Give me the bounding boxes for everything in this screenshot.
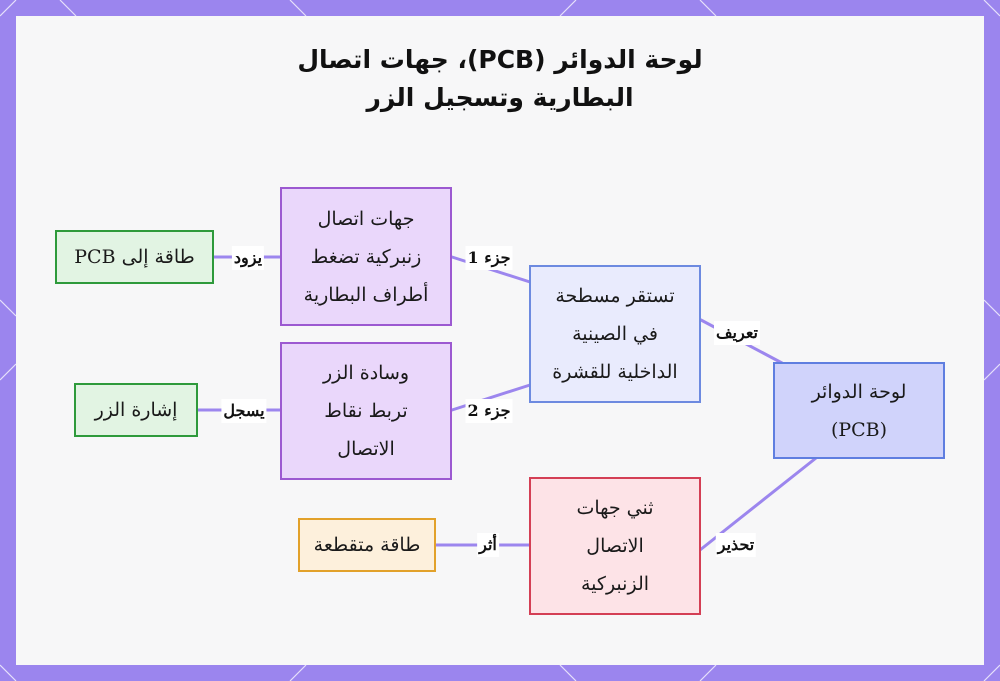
node-power-to-pcb-line-1: طاقة إلى PCB [74,246,195,268]
title-line-2: البطارية وتسجيل الزر [366,83,634,112]
node-intermittent-power: طاقة متقطعة [298,518,436,572]
node-power-to-pcb: طاقة إلى PCB [55,230,214,284]
node-spring-contacts-line-3: أطراف البطارية [303,283,429,306]
edge-label-warning: تحذير [715,533,757,557]
edge-label-part-2: جزء 2 [465,399,513,423]
edge-label-provides: يزود [231,246,265,270]
edge-label-effect: أثر [477,533,499,557]
node-sits-flat-line-3: الداخلية للقشرة [552,361,678,383]
node-button-pad: وسادة الزر تربط نقاط الاتصال [280,342,452,480]
node-pcb-line-1: لوحة الدوائر [811,380,907,403]
node-bend-contacts: ثني جهات الاتصال الزنبركية [529,477,701,615]
node-button-pad-line-3: الاتصال [337,438,395,460]
node-sits-flat-line-1: تستقر مسطحة [555,285,675,307]
node-spring-contacts-line-2: زنبركية تضغط [310,245,422,268]
edge-label-define: تعريف [713,321,761,345]
node-bend-contacts-line-3: الزنبركية [580,573,650,595]
node-bend-contacts-line-1: ثني جهات [576,497,654,519]
diagram-title: لوحة الدوائر (PCB)، جهات اتصال البطارية … [0,41,1000,117]
edge-label-part-1: جزء 1 [465,246,513,270]
node-bend-contacts-line-2: الاتصال [586,535,644,557]
node-button-pad-line-2: تربط نقاط [324,400,408,422]
node-intermittent-power-line-1: طاقة متقطعة [313,534,421,556]
node-button-signal: إشارة الزر [74,383,198,437]
node-sits-flat: تستقر مسطحة في الصينية الداخلية للقشرة [529,265,701,403]
diagram-canvas [16,16,984,665]
node-pcb: لوحة الدوائر (PCB) [773,362,945,459]
node-pcb-line-2: (PCB) [830,418,888,441]
edge-label-registers: يسجل [221,399,267,423]
title-line-1: لوحة الدوائر (PCB)، جهات اتصال [297,45,703,74]
node-spring-contacts: جهات اتصال زنبركية تضغط أطراف البطارية [280,187,452,326]
node-spring-contacts-line-1: جهات اتصال [317,207,415,230]
node-sits-flat-line-2: في الصينية [572,323,658,345]
node-button-signal-line-1: إشارة الزر [94,399,178,421]
link-sits-pad [450,383,532,412]
node-button-pad-line-1: وسادة الزر [322,362,410,384]
